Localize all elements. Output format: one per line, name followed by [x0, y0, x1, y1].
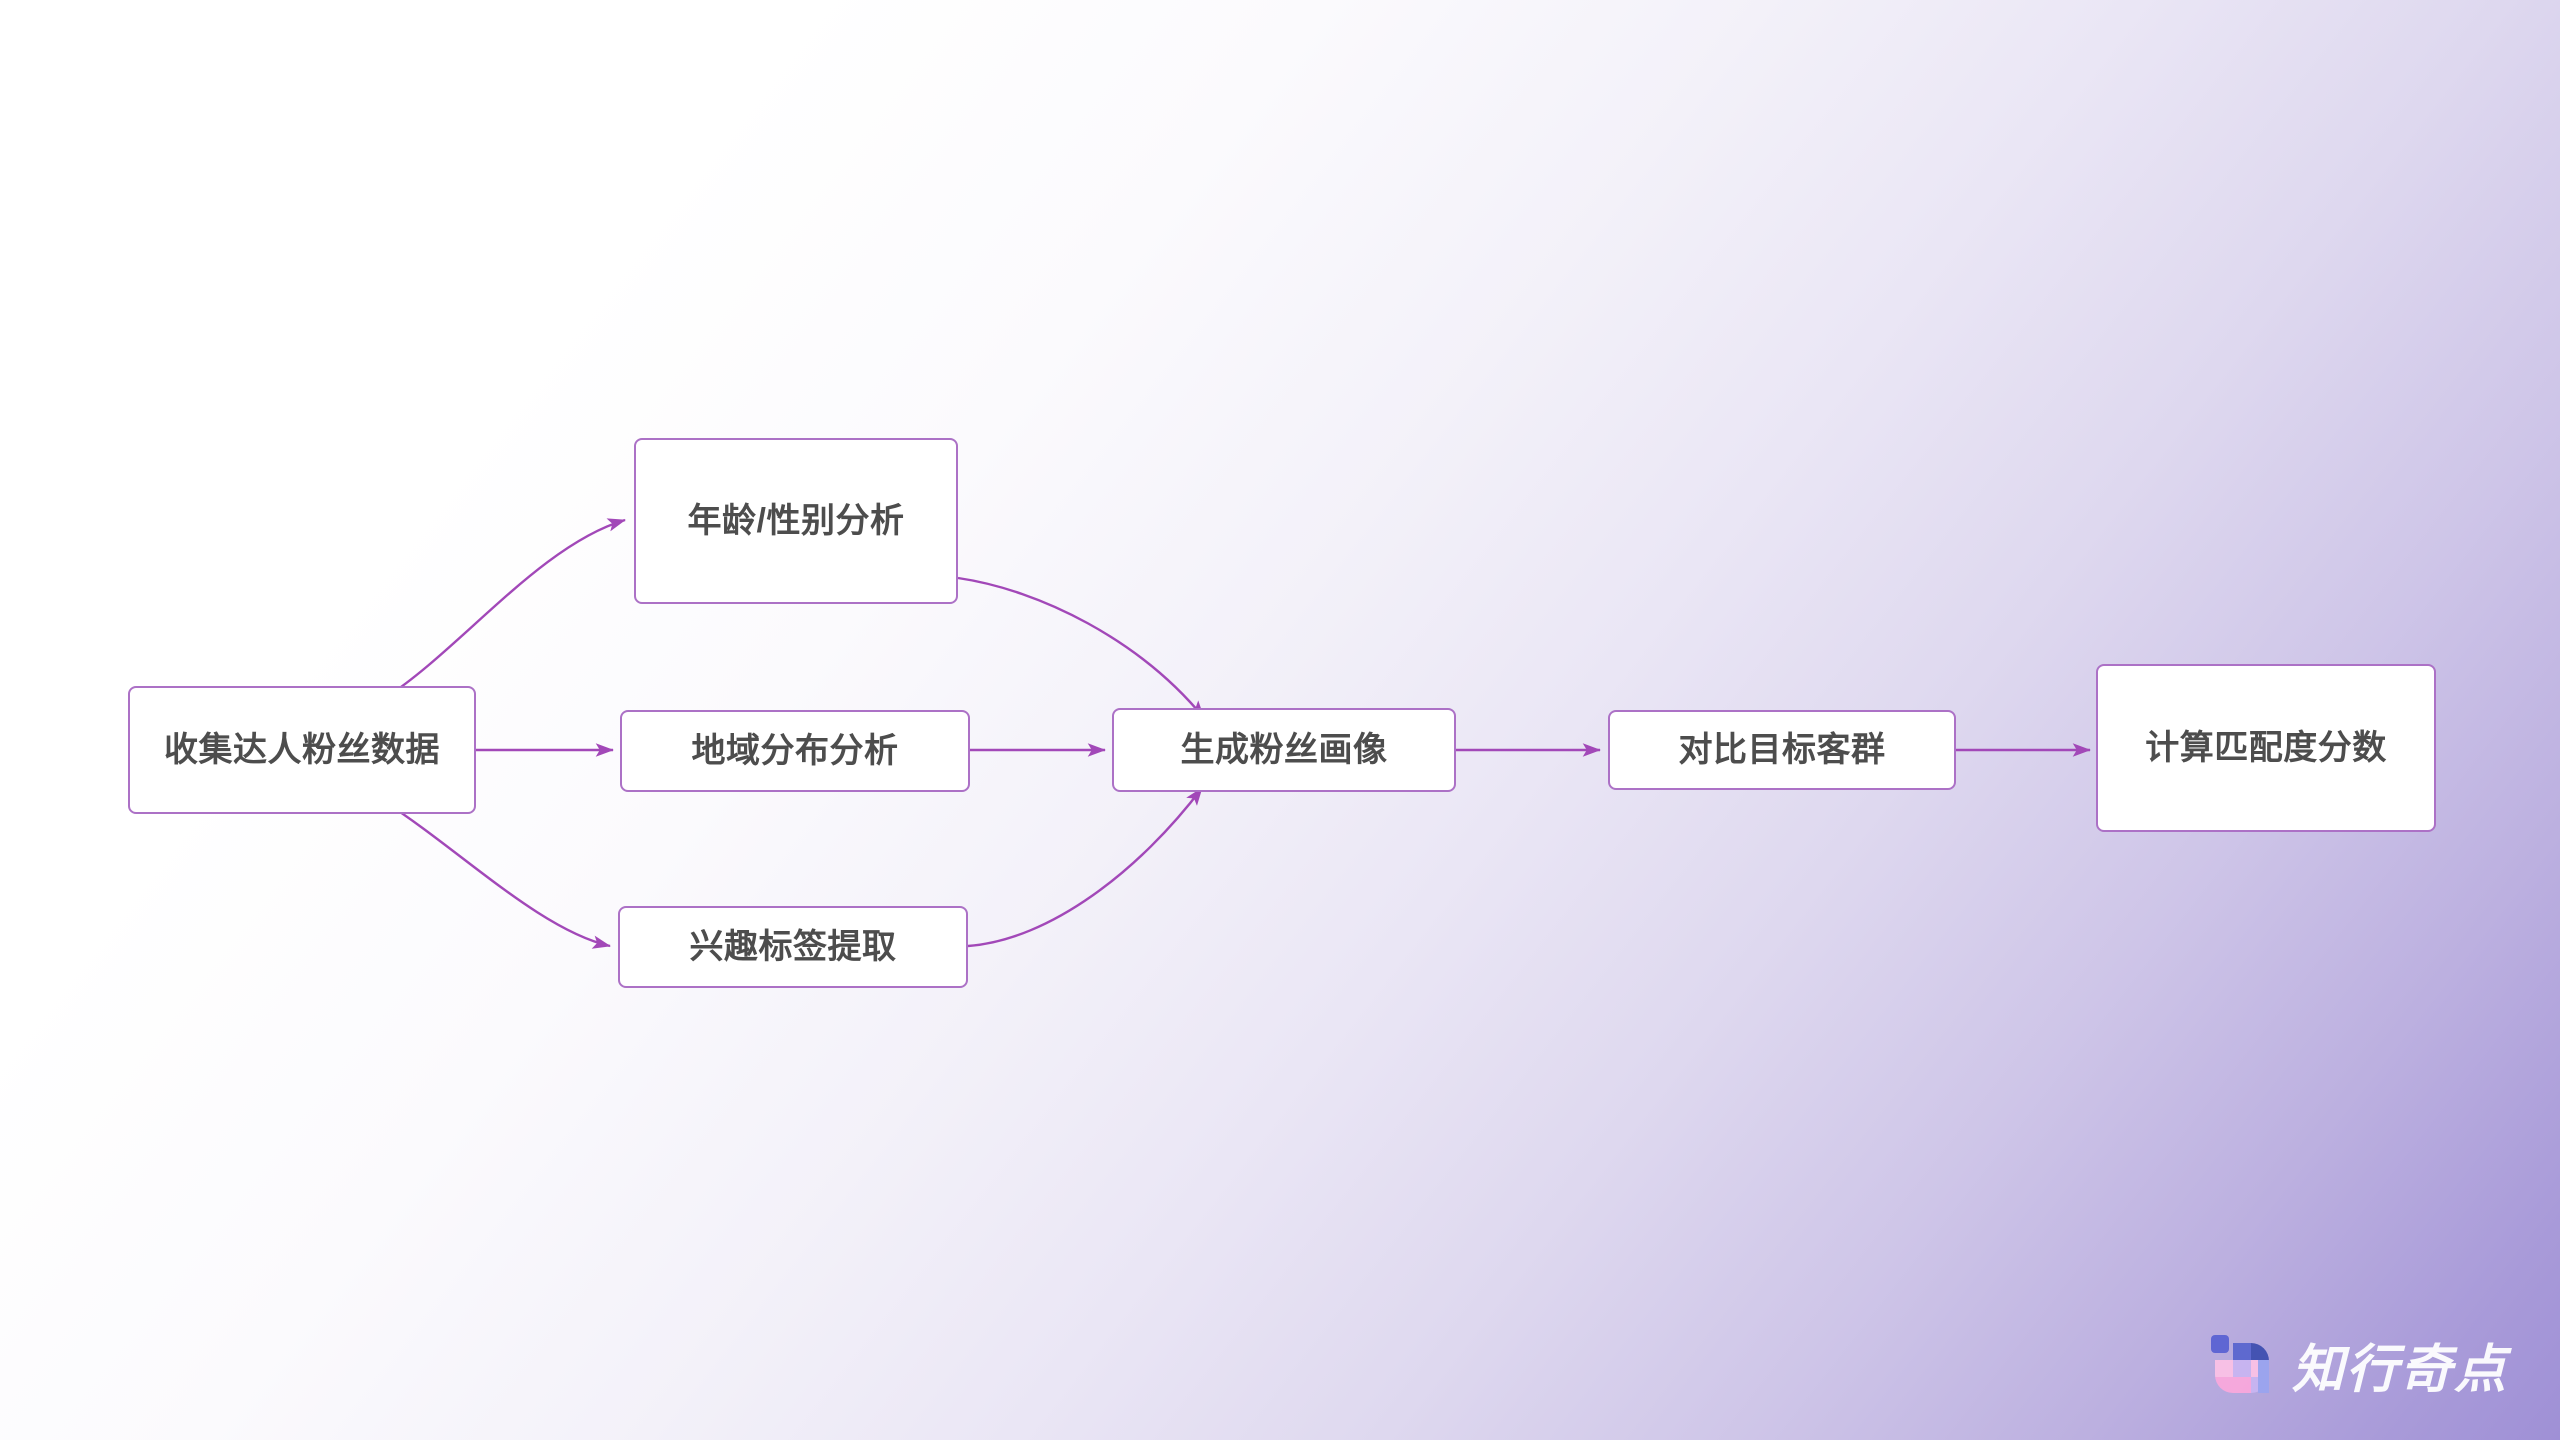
edge-n1-to-n4	[384, 800, 611, 949]
node-label: 生成粉丝画像	[1180, 730, 1388, 769]
node-regional-distribution-analysis[interactable]: 地域分布分析	[620, 710, 970, 792]
node-label: 收集达人粉丝数据	[164, 730, 440, 769]
node-calculate-match-score[interactable]: 计算匹配度分数	[2096, 664, 2436, 832]
node-label: 地域分布分析	[691, 731, 899, 770]
node-label: 计算匹配度分数	[2145, 728, 2387, 767]
node-label: 兴趣标签提取	[689, 927, 897, 966]
node-compare-target-audience[interactable]: 对比目标客群	[1608, 710, 1956, 790]
node-interest-tag-extraction[interactable]: 兴趣标签提取	[618, 906, 968, 988]
watermark-brand-text: 知行奇点	[2291, 1341, 2508, 1399]
edge-n2-to-n5	[957, 576, 1205, 719]
node-generate-fan-profile[interactable]: 生成粉丝画像	[1112, 708, 1456, 792]
node-label: 对比目标客群	[1678, 730, 1886, 769]
edge-n4-to-n5	[967, 787, 1203, 948]
edge-n1-to-n2	[384, 518, 626, 700]
watermark: 知行奇点	[2210, 1327, 2508, 1402]
zhixing-qidian-logo	[2210, 1334, 2272, 1396]
node-age-gender-analysis[interactable]: 年龄/性别分析	[634, 438, 958, 604]
node-label: 年龄/性别分析	[687, 501, 905, 540]
node-collect-fan-data[interactable]: 收集达人粉丝数据	[128, 686, 476, 814]
